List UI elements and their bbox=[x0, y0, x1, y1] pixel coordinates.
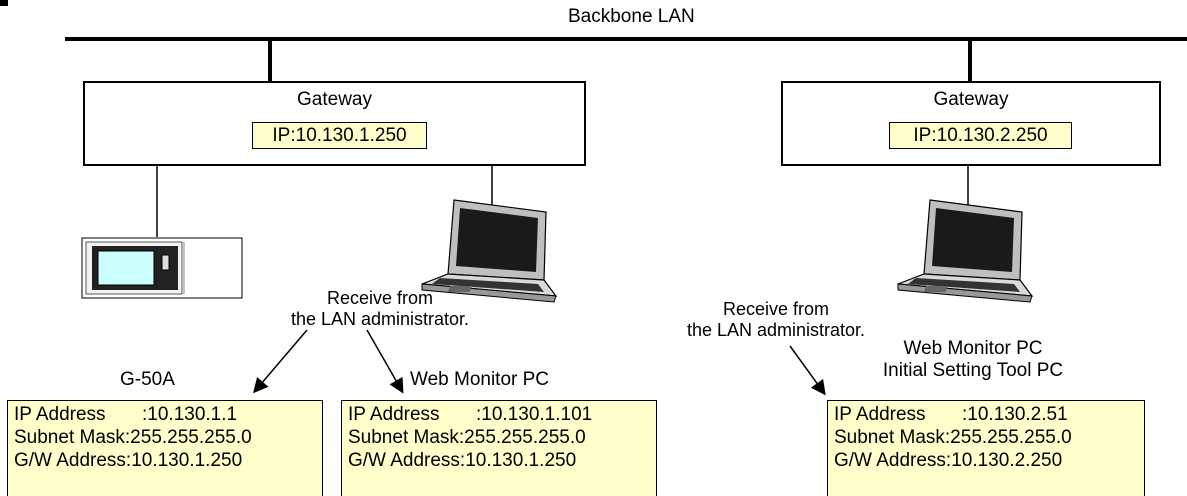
g50a-device-icon bbox=[81, 237, 243, 299]
laptop-icon-1 bbox=[421, 199, 558, 303]
subnet-mask-value: :255.255.255.0 bbox=[458, 427, 586, 448]
note-2-line-2: the LAN administrator. bbox=[686, 320, 866, 340]
ip-address-key: IP Address bbox=[834, 404, 926, 425]
backbone-label: Backbone LAN bbox=[568, 6, 695, 27]
subnet-mask-value: :255.255.255.0 bbox=[124, 427, 252, 448]
web-monitor-pc-label-1: Web Monitor PC bbox=[410, 369, 550, 390]
laptop-icon-2 bbox=[897, 199, 1034, 303]
note-receive-1: Receive from the LAN administrator. bbox=[280, 288, 480, 330]
gw-address-value: :10.130.2.250 bbox=[945, 450, 1063, 471]
arrow-to-webpc1-config bbox=[366, 329, 404, 394]
arrow-to-webpc2-config bbox=[789, 345, 826, 396]
web-monitor-pc-label-2: Web Monitor PC Initial Setting Tool PC bbox=[860, 338, 1086, 382]
subnet-mask-key: Subnet Mask bbox=[348, 427, 459, 448]
ip-address-value: :10.130.2.51 bbox=[962, 404, 1068, 425]
config-box-web-monitor-2: IP Address :10.130.2.51 Subnet Mask:255.2… bbox=[827, 400, 1145, 496]
ip-address-value: :10.130.1.101 bbox=[476, 404, 593, 425]
web-monitor-pc-label-2-line-2: Initial Setting Tool PC bbox=[882, 360, 1064, 381]
note-1-line-1: Receive from bbox=[326, 288, 434, 308]
subnet-mask-key: Subnet Mask bbox=[14, 427, 125, 448]
subnet-mask-key: Subnet Mask bbox=[834, 427, 945, 448]
ip-address-key: IP Address bbox=[348, 404, 440, 425]
cropped-fragment bbox=[0, 0, 8, 6]
note-1-line-2: the LAN administrator. bbox=[290, 309, 470, 329]
gateway-box-1: Gateway IP:10.130.1.250 bbox=[83, 81, 586, 166]
config-box-g50a: IP Address :10.130.1.1 Subnet Mask:255.25… bbox=[7, 400, 323, 496]
note-2-line-1: Receive from bbox=[722, 299, 830, 319]
config-box-web-monitor-1: IP Address :10.130.1.101 Subnet Mask:255.… bbox=[341, 400, 657, 496]
gw-address-key: G/W Address bbox=[834, 450, 946, 471]
g50a-label: G-50A bbox=[120, 369, 175, 390]
gateway-box-2: Gateway IP:10.130.2.250 bbox=[781, 81, 1161, 166]
gateway-ip-2: IP:10.130.2.250 bbox=[889, 122, 1072, 149]
web-monitor-pc-label-2-line-1: Web Monitor PC bbox=[903, 338, 1043, 359]
gateway-ip-1: IP:10.130.1.250 bbox=[252, 122, 427, 149]
ip-address-key: IP Address bbox=[14, 404, 106, 425]
arrow-to-g50a-config bbox=[253, 329, 308, 394]
gw-address-key: G/W Address bbox=[14, 450, 126, 471]
gw-address-value: :10.130.1.250 bbox=[125, 450, 243, 471]
gateway-title-2: Gateway bbox=[933, 89, 1009, 110]
note-receive-2: Receive from the LAN administrator. bbox=[676, 299, 876, 341]
gateway-title-1: Gateway bbox=[297, 89, 372, 110]
gw-address-value: :10.130.1.250 bbox=[459, 450, 577, 471]
gw-address-key: G/W Address bbox=[348, 450, 460, 471]
subnet-mask-value: :255.255.255.0 bbox=[944, 427, 1072, 448]
ip-address-value: :10.130.1.1 bbox=[142, 404, 238, 425]
